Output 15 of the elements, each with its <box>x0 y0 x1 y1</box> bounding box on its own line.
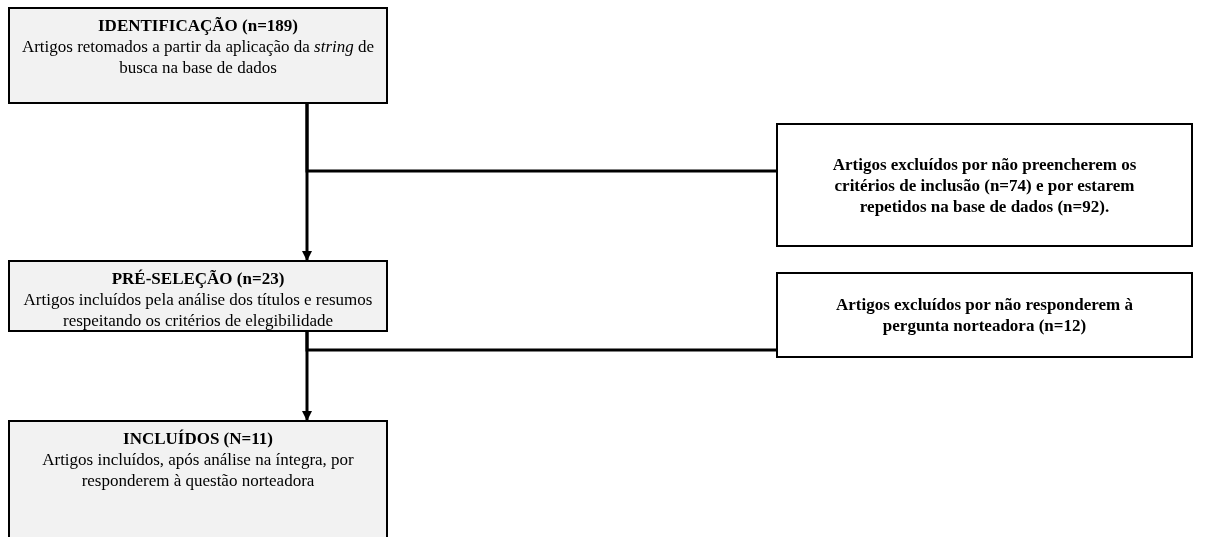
stage-box <box>8 420 388 537</box>
stage-heading: PRÉ-SELEÇÃO (n=23) <box>111 268 285 289</box>
connector-line <box>305 332 776 352</box>
stage-box <box>8 260 388 332</box>
stage-heading: IDENTIFICAÇÃO (n=189) <box>98 15 298 36</box>
stage-heading: INCLUÍDOS (N=11) <box>123 428 273 449</box>
exclusion-box <box>776 272 1193 358</box>
connector-line <box>305 104 776 173</box>
stage-box <box>8 7 388 104</box>
exclusion-text: Artigos excluídos por não preencherem os critérios de inclusão (n=74) e por estarem repetidos na base de dados (n=92). <box>831 153 1138 217</box>
stage-description: Artigos incluídos pela análise dos títulos e resumos respeitando os critérios de elegibilidade <box>22 289 374 331</box>
stage-description: Artigos incluídos, após análise na íntegra, por responderem à questão norteadora <box>41 449 355 491</box>
exclusion-text: Artigos excluídos por não responderem à pergunta norteadora (n=12) <box>834 294 1134 336</box>
stage-description: Artigos retomados a partir da aplicação da string de busca na base de dados <box>20 36 376 78</box>
exclusion-box <box>776 123 1193 247</box>
